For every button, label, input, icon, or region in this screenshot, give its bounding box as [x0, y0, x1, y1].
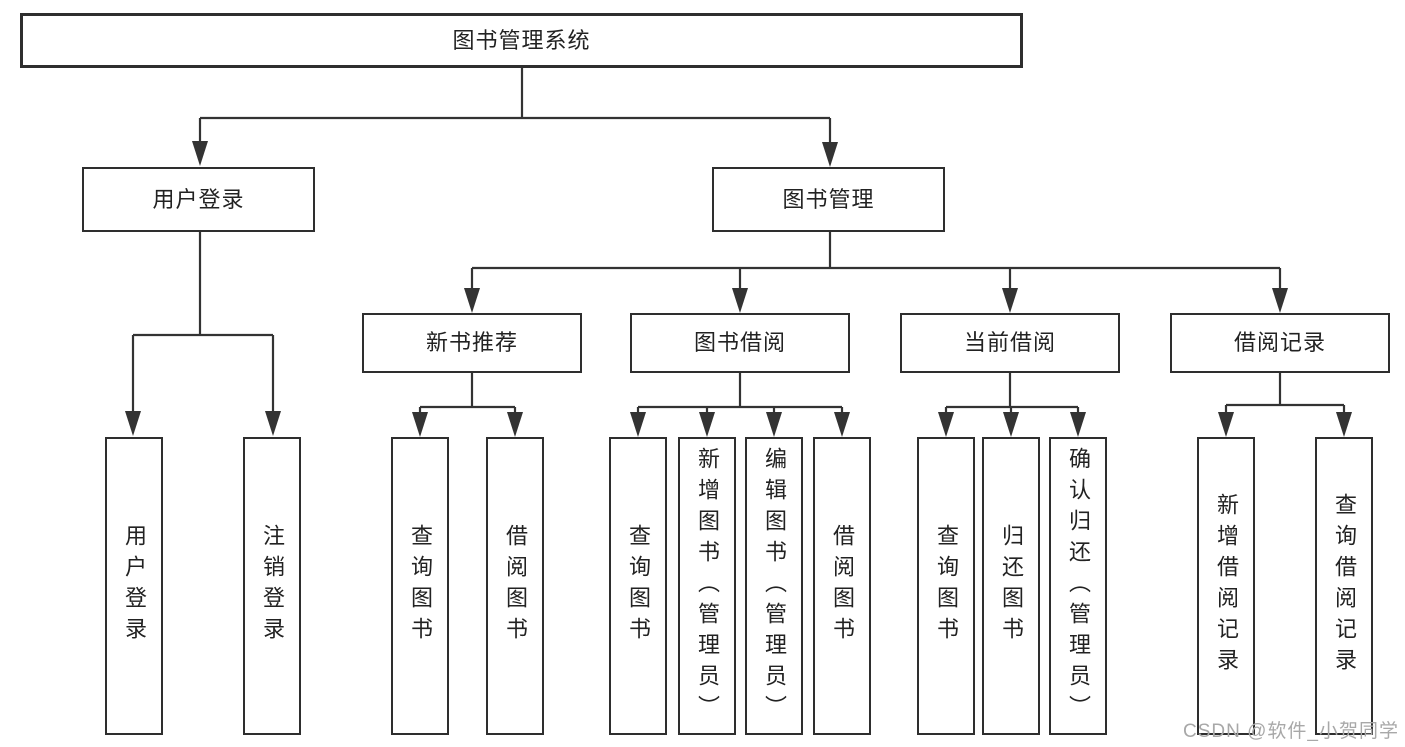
arrow-icon [1218, 412, 1234, 437]
connector-book-mgmt [470, 232, 1282, 291]
arrow-icon [1003, 412, 1019, 437]
leaf-return-book: 归还图书 [982, 437, 1040, 735]
arrow-icon [938, 412, 954, 437]
node-borrowing-records: 借阅记录 [1170, 313, 1390, 373]
node-book-borrowing: 图书借阅 [630, 313, 850, 373]
arrow-icon [630, 412, 646, 437]
leaf-query-borrow-record: 查询借阅记录 [1315, 437, 1373, 735]
arrow-icon [192, 141, 208, 166]
connector-user-login [131, 232, 275, 414]
connector-recommend [418, 373, 517, 415]
arrow-icon [464, 288, 480, 313]
arrow-icon [732, 288, 748, 313]
arrow-icon [1002, 288, 1018, 313]
leaf-confirm-return-admin: 确认归还（管理员） [1049, 437, 1107, 735]
arrow-icon [125, 411, 141, 436]
leaf-add-borrow-record: 新增借阅记录 [1197, 437, 1255, 735]
connector-root [198, 68, 832, 145]
leaf-edit-book-admin: 编辑图书（管理员） [745, 437, 803, 735]
connector-current [944, 373, 1080, 415]
arrow-icon [766, 412, 782, 437]
arrow-icon [412, 412, 428, 437]
leaf-borrow-books: 借阅图书 [813, 437, 871, 735]
arrow-icon [507, 412, 523, 437]
arrowheads [125, 141, 1352, 437]
arrow-icon [1070, 412, 1086, 437]
leaf-query-books-current: 查询图书 [917, 437, 975, 735]
leaf-query-books-recommend: 查询图书 [391, 437, 449, 735]
arrow-icon [265, 411, 281, 436]
arrow-icon [1336, 412, 1352, 437]
node-book-management: 图书管理 [712, 167, 945, 232]
leaf-logout: 注销登录 [243, 437, 301, 735]
node-library-management-system: 图书管理系统 [20, 13, 1023, 68]
csdn-watermark: CSDN @软件_小贺同学 [1183, 721, 1399, 742]
arrow-icon [699, 412, 715, 437]
connector-records [1224, 373, 1346, 415]
leaf-add-book-admin: 新增图书（管理员） [678, 437, 736, 735]
node-new-book-recommend: 新书推荐 [362, 313, 582, 373]
arrow-icon [834, 412, 850, 437]
connector-borrow [636, 373, 844, 415]
leaf-borrow-books-recommend: 借阅图书 [486, 437, 544, 735]
leaf-query-books-borrow: 查询图书 [609, 437, 667, 735]
arrow-icon [822, 142, 838, 167]
node-current-borrowing: 当前借阅 [900, 313, 1120, 373]
arrow-icon [1272, 288, 1288, 313]
node-user-login: 用户登录 [82, 167, 315, 232]
leaf-user-login: 用户登录 [105, 437, 163, 735]
